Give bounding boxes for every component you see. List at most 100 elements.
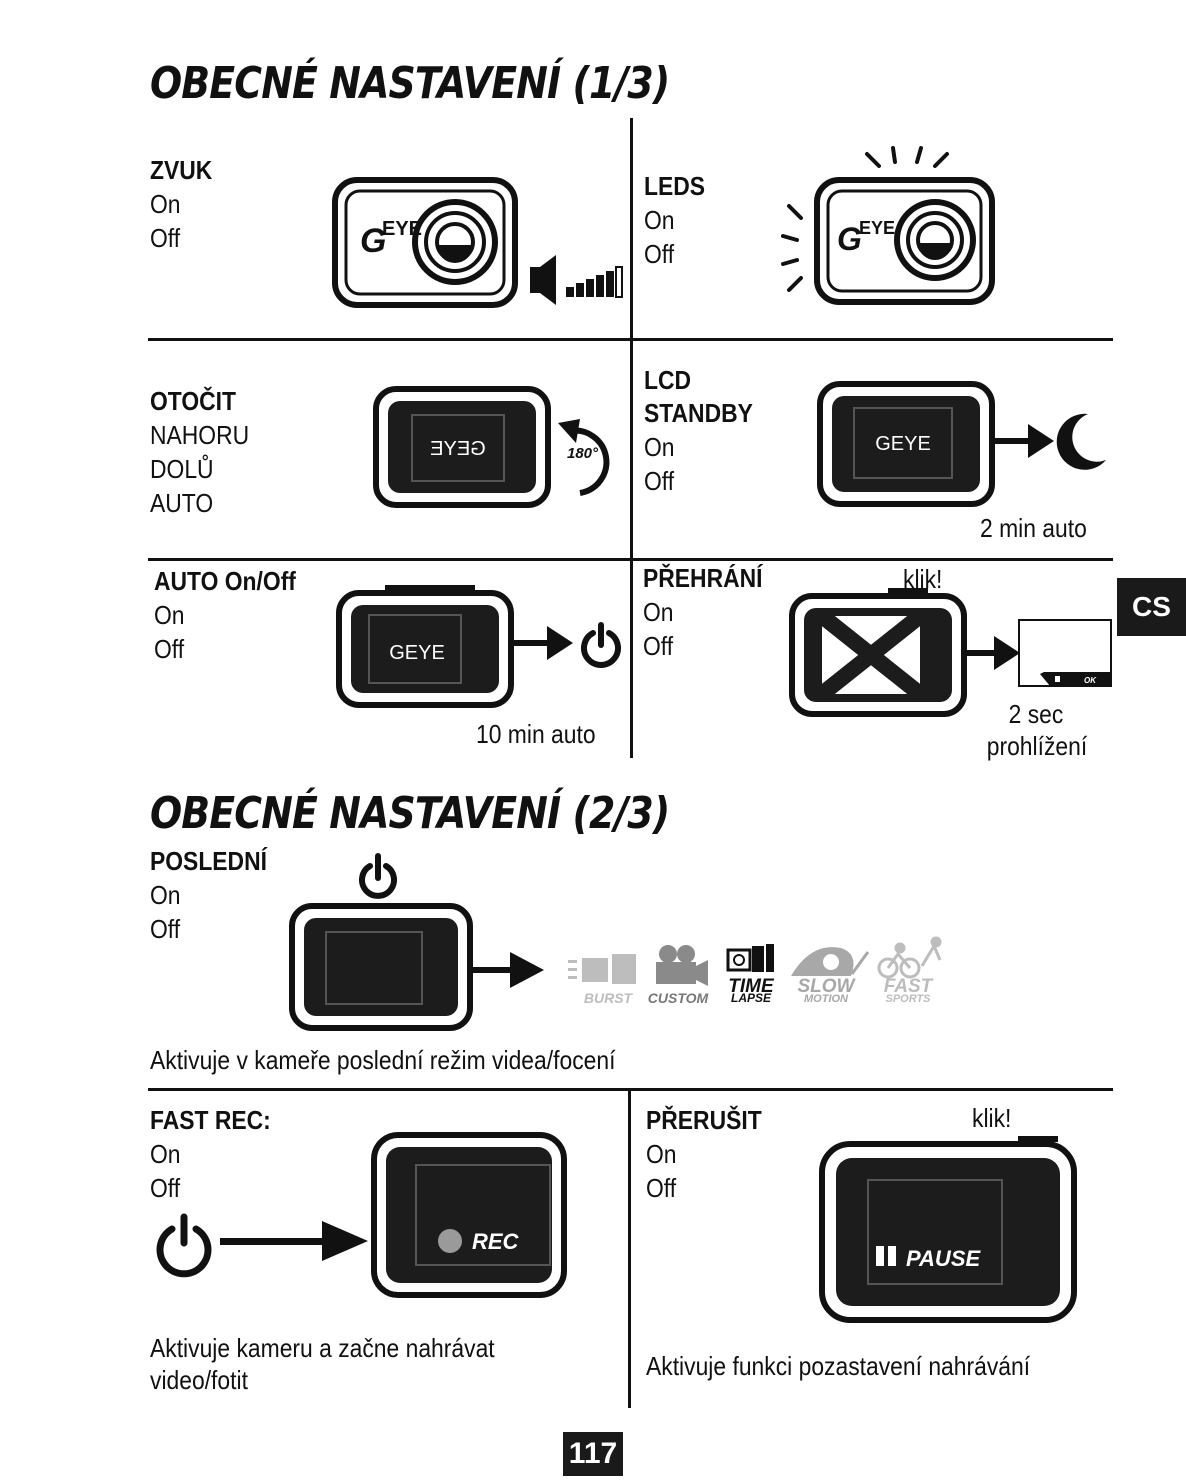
page-number: 117 [563, 1432, 623, 1476]
otocit-label: OTOČIT [150, 386, 237, 416]
zvuk-setting: ZVUK On Off [150, 154, 221, 255]
prehrani-note-line2: prohlížení [986, 731, 1088, 761]
svg-text:EYE: EYE [859, 218, 895, 238]
otocit-option-auto: AUTO [150, 488, 214, 518]
lcd-standby-label-line1: LCD [644, 365, 692, 395]
prerusit-label: PŘERUŠIT [646, 1105, 762, 1135]
arrow-right-icon [1028, 424, 1054, 458]
burst-icon [568, 954, 636, 984]
prerusit-click-label: klik! [972, 1103, 1012, 1133]
vertical-divider-top [630, 118, 633, 758]
leds-setting: LEDS On Off [644, 170, 713, 271]
fast-rec-description-line2: video/fotit [150, 1365, 248, 1395]
zvuk-option-off: Off [150, 223, 181, 253]
lcd-standby-note: 2 min auto [980, 513, 1087, 543]
camera-rotated-illustration: GEYE 180° [373, 386, 610, 508]
moon-icon [1056, 413, 1106, 470]
auto-onoff-label: AUTO On/Off [154, 566, 296, 596]
page-title-2: OBECNÉ NASTAVENÍ (2/3) [150, 788, 670, 839]
camera-playback-illustration: OK [789, 588, 1112, 717]
slow-motion-icon [791, 947, 870, 976]
custom-icon [656, 945, 708, 986]
camera-autooff-illustration: GEYE [336, 585, 621, 708]
rotated-screen-text: GEYE [430, 438, 486, 460]
vertical-divider-bottom [628, 1090, 631, 1408]
leds-option-off: Off [644, 239, 675, 269]
auto-onoff-note: 10 min auto [476, 719, 596, 749]
rec-dot-icon [438, 1229, 462, 1253]
mode-label-custom: CUSTOM [648, 990, 709, 1006]
otocit-option-dolu: DOLŮ [150, 454, 214, 484]
camera-last-mode-illustration: BURST CUSTOM TIME LAPSE SLOW MOTION FAST… [289, 853, 942, 1031]
camera-leds-illustration: G EYE [781, 146, 995, 305]
speaker-volume-icon [530, 255, 623, 305]
arrow-right-icon [322, 1221, 368, 1261]
rotate-180-icon: 180° [558, 419, 610, 496]
power-icon [156, 1213, 212, 1278]
posledni-label: POSLEDNÍ [150, 846, 267, 876]
svg-text:EYE: EYE [382, 218, 422, 240]
pause-icon [876, 1246, 884, 1266]
language-tab: CS [1117, 578, 1186, 636]
power-icon [581, 622, 621, 668]
horizontal-divider-1 [148, 338, 1113, 341]
mode-label-burst: BURST [584, 990, 634, 1006]
prehrani-option-off: Off [643, 631, 674, 661]
otocit-option-nahoru: NAHORU [150, 420, 250, 450]
arrow-right-icon [510, 952, 544, 988]
mode-label-lapse: LAPSE [731, 991, 772, 1005]
power-icon [359, 853, 397, 899]
fast-rec-option-off: Off [150, 1173, 181, 1203]
camera-front-illustration: G EYE [332, 177, 623, 308]
standby-screen-text: GEYE [875, 433, 931, 455]
prehrani-label: PŘEHRÁNÍ [643, 563, 763, 593]
auto-onoff-option-on: On [154, 600, 185, 630]
posledni-setting: POSLEDNÍ On Off [150, 845, 283, 946]
fast-rec-option-on: On [150, 1139, 181, 1169]
mode-label-motion: MOTION [804, 993, 849, 1005]
fast-rec-description: Aktivuje kameru a začne nahrávat video/f… [150, 1332, 542, 1396]
fast-rec-label: FAST REC: [150, 1105, 271, 1135]
horizontal-divider-3 [148, 1088, 1113, 1091]
fast-rec-setting: FAST REC: On Off [150, 1104, 287, 1205]
leds-label: LEDS [644, 171, 706, 201]
rec-screen-text: REC [472, 1229, 520, 1254]
prerusit-setting: PŘERUŠIT On Off [646, 1104, 777, 1205]
zvuk-label: ZVUK [150, 155, 213, 185]
mode-label-sports: SPORTS [885, 993, 931, 1005]
svg-text:G: G [360, 222, 386, 260]
lcd-standby-option-off: Off [644, 466, 675, 496]
camera-fastrec-illustration: REC [156, 1132, 567, 1298]
zvuk-option-on: On [150, 189, 181, 219]
prehrani-setting: PŘEHRÁNÍ On Off [643, 562, 779, 663]
prerusit-option-on: On [646, 1139, 677, 1169]
lcd-standby-label-line2: STANDBY [644, 398, 753, 428]
mode-label-slow: SLOW [798, 976, 857, 997]
otocit-setting: OTOČIT NAHORU DOLŮ AUTO [150, 385, 263, 520]
fast-sports-icon [877, 936, 942, 979]
camera-standby-illustration: GEYE [817, 381, 1106, 507]
prerusit-option-off: Off [646, 1173, 677, 1203]
page-title-1: OBECNÉ NASTAVENÍ (1/3) [150, 58, 670, 109]
posledni-option-on: On [150, 880, 181, 910]
arrow-right-icon [547, 626, 573, 660]
posledni-option-off: Off [150, 914, 181, 944]
lcd-standby-option-on: On [644, 432, 675, 462]
pause-screen-text: PAUSE [906, 1246, 981, 1271]
horizontal-divider-2 [148, 558, 1113, 561]
fast-rec-description-line1: Aktivuje kameru a začne nahrávat [150, 1333, 495, 1363]
lcd-standby-setting: LCD STANDBY On Off [644, 364, 768, 498]
prehrani-note-line1: 2 sec [1008, 699, 1064, 729]
auto-onoff-option-off: Off [154, 634, 185, 664]
arrow-right-icon [994, 636, 1020, 670]
camera-pause-illustration: PAUSE [819, 1136, 1077, 1323]
mode-label-time: TIME [728, 976, 775, 997]
leds-option-on: On [644, 205, 675, 235]
prerusit-description: Aktivuje funkci pozastavení nahrávání [646, 1351, 1031, 1381]
auto-onoff-setting: AUTO On/Off On Off [154, 565, 315, 666]
preview-ok-text: OK [1084, 676, 1097, 685]
light-rays-icon [781, 146, 949, 292]
autooff-screen-text: GEYE [389, 642, 445, 664]
svg-text:G: G [837, 221, 862, 257]
time-lapse-icon [726, 944, 774, 972]
